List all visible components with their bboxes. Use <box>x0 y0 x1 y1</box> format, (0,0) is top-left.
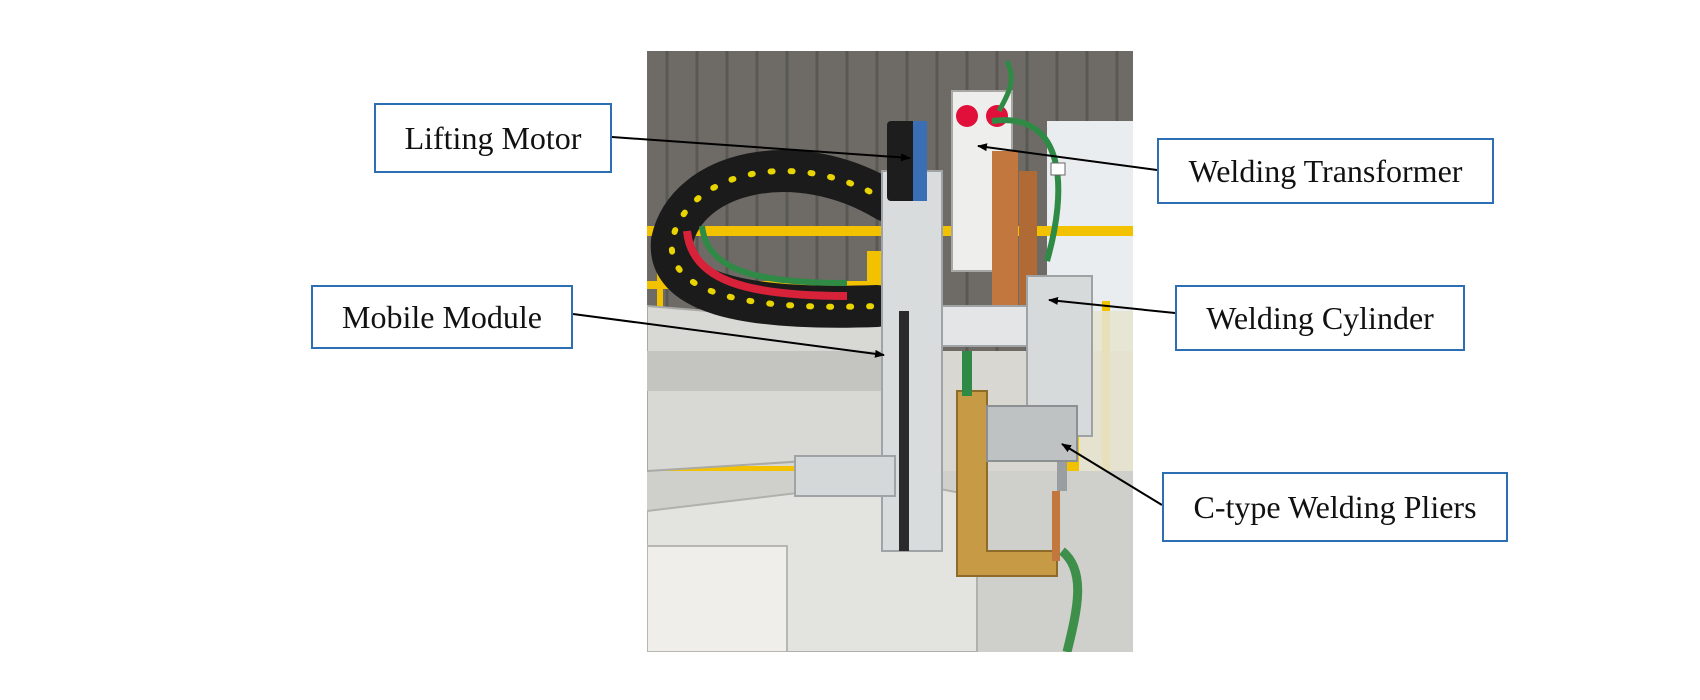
copper-busbar-1 <box>992 151 1018 331</box>
label-mobile-module: Mobile Module <box>311 285 573 349</box>
welding-machine-photo <box>647 51 1133 652</box>
upper-electrode <box>1052 491 1060 541</box>
lower-electrode <box>1052 541 1060 561</box>
label-welding-cylinder: Welding Cylinder <box>1175 285 1465 351</box>
plier-hose <box>962 351 972 396</box>
base-cabinet <box>647 545 788 652</box>
label-lifting-motor: Lifting Motor <box>374 103 612 173</box>
label-c-type-welding-pliers: C-type Welding Pliers <box>1162 472 1508 542</box>
lifting-column <box>881 170 943 552</box>
beam-shadow <box>647 351 887 391</box>
plier-bracket <box>986 405 1078 462</box>
welding-machine-illustration <box>647 51 1133 652</box>
green-cable <box>699 225 848 286</box>
label-welding-transformer: Welding Transformer <box>1157 138 1494 204</box>
red-cable <box>683 230 848 300</box>
cable-carrier <box>650 150 908 328</box>
spiral-hose <box>1058 547 1083 652</box>
linear-rail <box>899 311 909 551</box>
column-foot <box>794 455 896 497</box>
lifting-motor-label <box>913 121 927 201</box>
transformer-connector-1 <box>956 105 978 127</box>
overlay-layout-icon <box>1050 162 1066 176</box>
transformer-connector-2 <box>986 105 1008 127</box>
water-hose-top <box>996 59 1014 113</box>
